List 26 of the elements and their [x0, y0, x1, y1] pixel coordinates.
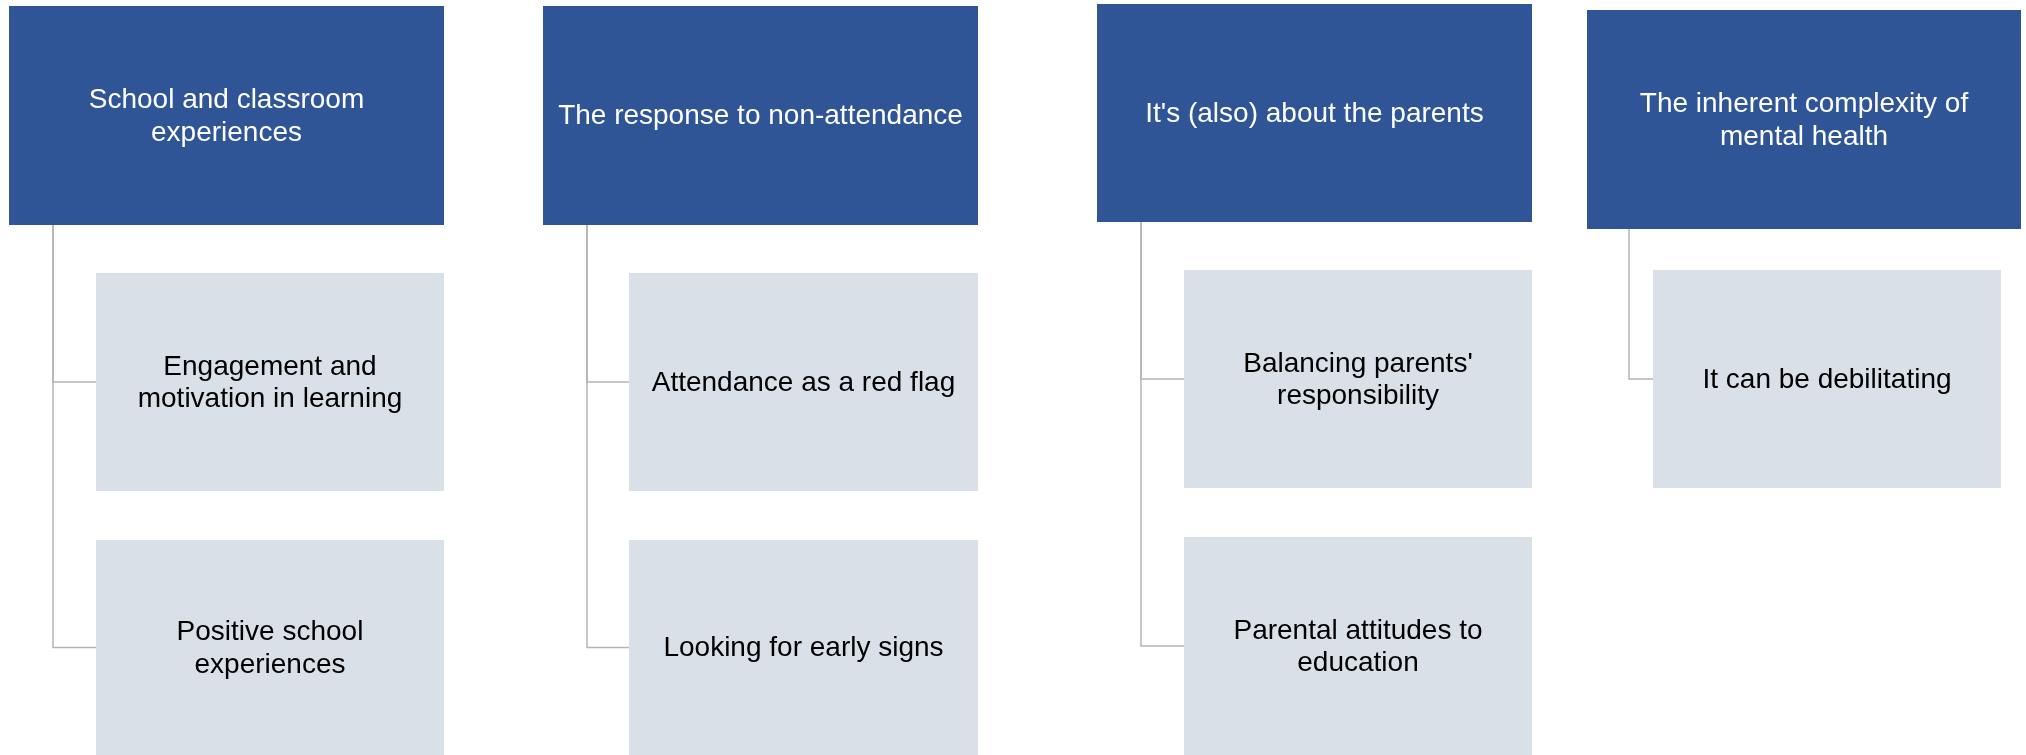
subtheme-box — [1653, 270, 2001, 488]
theme-box — [1097, 4, 1532, 222]
subtheme-box — [1184, 270, 1532, 488]
subtheme-box — [96, 273, 444, 491]
subtheme-box — [629, 540, 978, 755]
box-label: Positive school experiences — [175, 615, 365, 680]
subtheme-box — [629, 273, 978, 491]
box-label: Balancing parents' responsibility — [1242, 346, 1474, 412]
box-label: School and classroom experiences — [87, 83, 366, 148]
subtheme-box — [96, 540, 444, 755]
box-label: Attendance as a red flag — [651, 365, 956, 399]
connector-line — [1628, 228, 1654, 380]
box-label: The inherent complexity of mental health — [1638, 87, 1970, 152]
box-label: Looking for early signs — [663, 631, 944, 664]
connector-line — [52, 224, 97, 649]
box-label: Parental attitudes to education — [1232, 613, 1484, 679]
box-label: It can be debilitating — [1702, 362, 1952, 396]
box-label: Engagement and motivation in learning — [136, 349, 404, 415]
subtheme-box — [1184, 537, 1532, 755]
box-label: The response to non-attendance — [558, 99, 963, 132]
theme-box — [9, 6, 444, 225]
connector-line — [586, 224, 630, 649]
connector-line — [1140, 221, 1185, 647]
box-label: It's (also) about the parents — [1145, 96, 1484, 130]
theme-box — [543, 6, 978, 225]
theme-box — [1587, 10, 2021, 229]
